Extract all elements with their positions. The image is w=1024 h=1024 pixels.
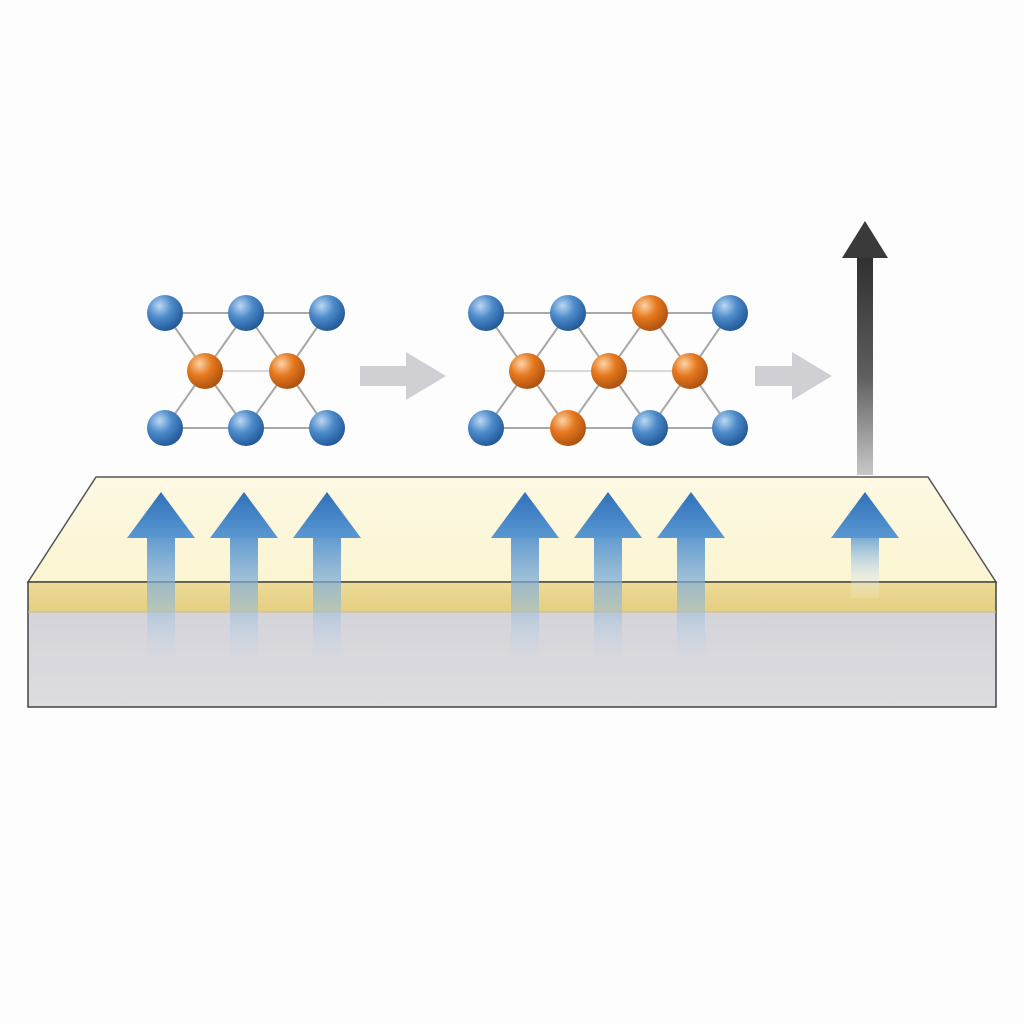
up-arrow-icon bbox=[842, 221, 888, 258]
atom-orange bbox=[632, 295, 668, 331]
cluster-stage-1 bbox=[147, 295, 345, 446]
flux-arrow-4 bbox=[491, 492, 559, 656]
atom-blue bbox=[550, 295, 586, 331]
up-arrow-icon bbox=[127, 492, 195, 538]
atom-blue bbox=[228, 410, 264, 446]
right-arrow-icon bbox=[360, 352, 446, 400]
up-arrow-icon bbox=[491, 492, 559, 538]
atom-blue bbox=[228, 295, 264, 331]
atom-blue bbox=[309, 295, 345, 331]
atom-blue bbox=[147, 410, 183, 446]
flux-arrow-1 bbox=[127, 492, 195, 656]
atom-blue bbox=[712, 410, 748, 446]
atom-orange bbox=[591, 353, 627, 389]
atom-blue bbox=[632, 410, 668, 446]
flux-arrow-3 bbox=[293, 492, 361, 656]
up-arrow-icon bbox=[210, 492, 278, 538]
atom-orange bbox=[550, 410, 586, 446]
process-arrow-2 bbox=[755, 352, 832, 400]
atom-blue bbox=[712, 295, 748, 331]
flux-arrows bbox=[127, 492, 899, 656]
flux-arrow-5 bbox=[574, 492, 642, 656]
atom-orange bbox=[672, 353, 708, 389]
atom-blue bbox=[309, 410, 345, 446]
atom-orange bbox=[509, 353, 545, 389]
up-arrow-icon bbox=[657, 492, 725, 538]
flux-arrow-2 bbox=[210, 492, 278, 656]
up-arrow-icon bbox=[831, 492, 899, 538]
flux-arrow-6 bbox=[657, 492, 725, 656]
atom-blue bbox=[468, 410, 504, 446]
atom-blue bbox=[147, 295, 183, 331]
flux-arrow-7 bbox=[831, 492, 899, 598]
cluster-stage-2 bbox=[468, 295, 748, 446]
up-arrow-icon bbox=[574, 492, 642, 538]
right-arrow-icon bbox=[755, 352, 832, 400]
atom-orange bbox=[269, 353, 305, 389]
atom-blue bbox=[468, 295, 504, 331]
process-arrow-1 bbox=[360, 352, 446, 400]
atom-orange bbox=[187, 353, 223, 389]
up-arrow-icon bbox=[293, 492, 361, 538]
escape-arrow bbox=[842, 221, 888, 475]
